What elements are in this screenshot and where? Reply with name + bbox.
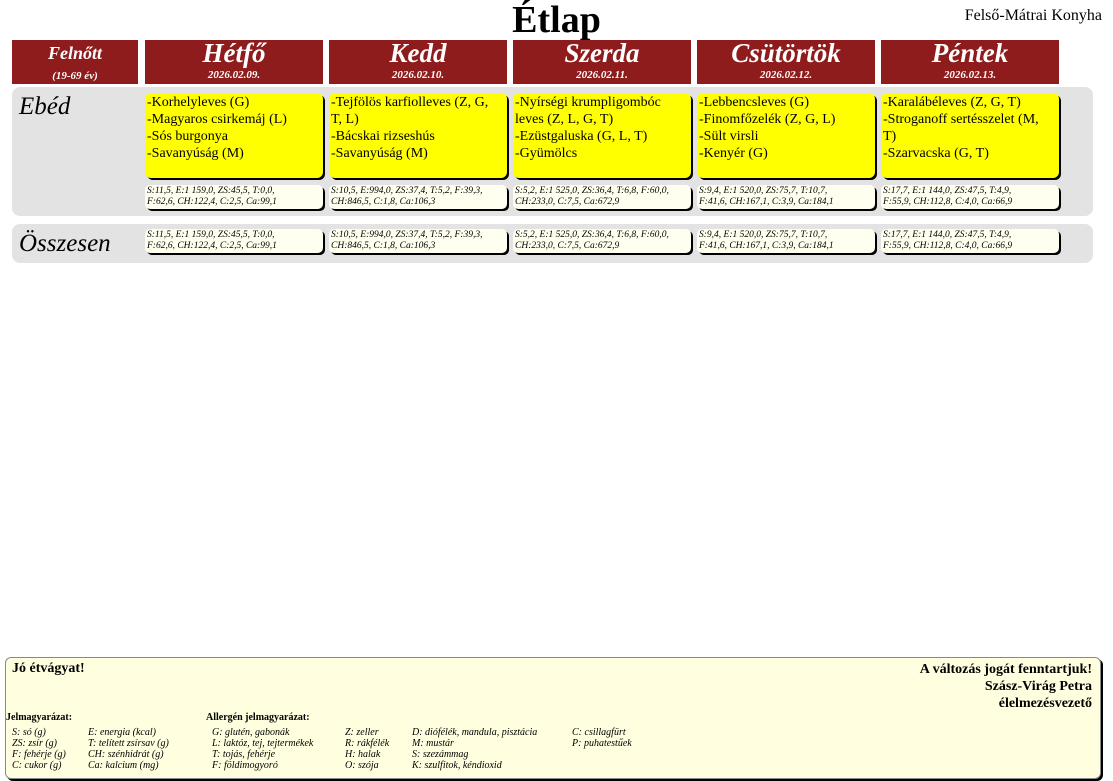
meal-cell-2: -Nyírségi krumpligombóc leves (Z, L, G, … xyxy=(513,93,691,178)
legend-title: Jelmagyarázat: xyxy=(6,712,73,723)
allergen-item: C: csillagfürt xyxy=(572,727,626,738)
total-cell-0: S:11,5, E:1 159,0, ZS:45,5, T:0,0, F:62,… xyxy=(145,229,323,253)
greeting: Jó étvágyat! xyxy=(12,661,85,676)
nutrition-cell-4: S:17,7, E:1 144,0, ZS:47,5, T:4,9, F:55,… xyxy=(881,185,1059,209)
group-ages: (19-69 év) xyxy=(52,70,98,82)
manager-role: élelmezésvezető xyxy=(998,696,1092,711)
group-label: Felnőtt xyxy=(47,43,102,63)
allergen-item: H: halak xyxy=(345,749,381,760)
day-date: 2026.02.11. xyxy=(576,69,628,81)
nutrition-cell-3: S:9,4, E:1 520,0, ZS:75,7, T:10,7, F:41,… xyxy=(697,185,875,209)
allergen-item: F: földimogyoró xyxy=(212,760,278,771)
total-cell-4: S:17,7, E:1 144,0, ZS:47,5, T:4,9, F:55,… xyxy=(881,229,1059,253)
legend-item: T: telített zsírsav (g) xyxy=(88,738,169,749)
day-date: 2026.02.12. xyxy=(759,69,813,81)
day-name: Hétfő xyxy=(202,38,266,68)
allergen-item: M: mustár xyxy=(412,738,454,749)
legend-item: F: fehérje (g) xyxy=(12,749,66,760)
allergen-item: L: laktóz, tej, tejtermékek xyxy=(212,738,314,749)
meal-text: -Korhelyleves (G) -Magyaros csirkemáj (L… xyxy=(147,95,287,161)
page-title: Étlap xyxy=(512,0,601,41)
nutrition-cell-1: S:10,5, E:994,0, ZS:37,4, T:5,2, F:39,3,… xyxy=(329,185,507,209)
legend-item: CH: szénhidrát (g) xyxy=(88,749,164,760)
allergen-column-3: D: diófélék, mandula, pisztácia M: mustá… xyxy=(412,727,537,771)
meal-cell-3: -Lebbencsleves (G) -Finomfőzelék (Z, G, … xyxy=(697,93,875,178)
legend-item: Ca: kalcium (mg) xyxy=(88,760,159,771)
day-name: Csütörtök xyxy=(731,38,841,68)
allergen-item: P: puhatestűek xyxy=(572,738,632,749)
disclaimer: A változás jogát fenntartjuk! xyxy=(919,662,1092,677)
day-date: 2026.02.10. xyxy=(391,69,445,81)
day-header-1: Kedd 2026.02.10. xyxy=(329,38,507,84)
day-name: Kedd xyxy=(389,38,447,68)
day-name: Péntek xyxy=(931,38,1009,68)
allergen-column-4: C: csillagfürt P: puhatestűek xyxy=(572,727,632,749)
legend-column-1: S: só (g) ZS: zsír (g) F: fehérje (g) C:… xyxy=(12,727,66,771)
day-header-2: Szerda 2026.02.11. xyxy=(513,38,691,84)
legend-item: E: energia (kcal) xyxy=(88,727,156,738)
kitchen-name: Felső-Mátrai Konyha xyxy=(964,7,1102,24)
allergen-title: Allergén jelmagyarázat: xyxy=(206,712,310,723)
meal-text: -Nyírségi krumpligombóc leves (Z, L, G, … xyxy=(515,95,661,161)
nutrition-cell-0: S:11,5, E:1 159,0, ZS:45,5, T:0,0, F:62,… xyxy=(145,185,323,209)
footer-panel: Jó étvágyat! A változás jogát fenntartju… xyxy=(5,657,1101,779)
allergen-item: G: glutén, gabonák xyxy=(212,727,290,738)
day-header-4: Péntek 2026.02.13. xyxy=(881,38,1059,84)
allergen-item: O: szója xyxy=(345,760,379,771)
meal-cell-4: -Karalábéleves (Z, G, T) -Stroganoff ser… xyxy=(881,93,1059,178)
allergen-item: R: rákfélék xyxy=(345,738,390,749)
day-header-3: Csütörtök 2026.02.12. xyxy=(697,38,875,84)
lunch-label: Ebéd xyxy=(19,93,71,120)
legend-item: ZS: zsír (g) xyxy=(12,738,58,749)
meal-cell-1: -Tejfölös karfiolleves (Z, G, T, L) -Bác… xyxy=(329,93,507,178)
allergen-column-2: Z: zeller R: rákfélék H: halak O: szója xyxy=(345,727,389,771)
footer-signature: A változás jogát fenntartjuk! Szász-Virá… xyxy=(920,661,1092,712)
legend-column-2: E: energia (kcal) T: telített zsírsav (g… xyxy=(88,727,169,771)
meal-text: -Karalábéleves (Z, G, T) -Stroganoff ser… xyxy=(883,95,1039,161)
group-header: Felnőtt (19-69 év) xyxy=(12,40,138,84)
day-name: Szerda xyxy=(564,38,640,68)
allergen-item: T: tojás, fehérje xyxy=(212,749,276,760)
legend-item: C: cukor (g) xyxy=(12,760,62,771)
total-cell-1: S:10,5, E:994,0, ZS:37,4, T:5,2, F:39,3,… xyxy=(329,229,507,253)
allergen-column-1: G: glutén, gabonák L: laktóz, tej, tejte… xyxy=(212,727,313,771)
legend-item: S: só (g) xyxy=(12,727,46,738)
allergen-item: Z: zeller xyxy=(345,727,379,738)
total-label: Összesen xyxy=(19,230,111,257)
total-cell-2: S:5,2, E:1 525,0, ZS:36,4, T:6,8, F:60,0… xyxy=(513,229,691,253)
meal-text: -Tejfölös karfiolleves (Z, G, T, L) -Bác… xyxy=(331,95,489,161)
meal-cell-0: -Korhelyleves (G) -Magyaros csirkemáj (L… xyxy=(145,93,323,178)
day-date: 2026.02.13. xyxy=(943,69,997,81)
total-cell-3: S:9,4, E:1 520,0, ZS:75,7, T:10,7, F:41,… xyxy=(697,229,875,253)
meal-text: -Lebbencsleves (G) -Finomfőzelék (Z, G, … xyxy=(699,95,836,161)
allergen-item: S: szezámmag xyxy=(412,749,469,760)
day-header-0: Hétfő 2026.02.09. xyxy=(145,38,323,84)
allergen-item: K: szulfitok, kéndioxid xyxy=(412,760,502,771)
day-date: 2026.02.09. xyxy=(207,69,261,81)
manager-name: Szász-Virág Petra xyxy=(984,679,1092,694)
nutrition-cell-2: S:5,2, E:1 525,0, ZS:36,4, T:6,8, F:60,0… xyxy=(513,185,691,209)
allergen-item: D: diófélék, mandula, pisztácia xyxy=(412,727,538,738)
